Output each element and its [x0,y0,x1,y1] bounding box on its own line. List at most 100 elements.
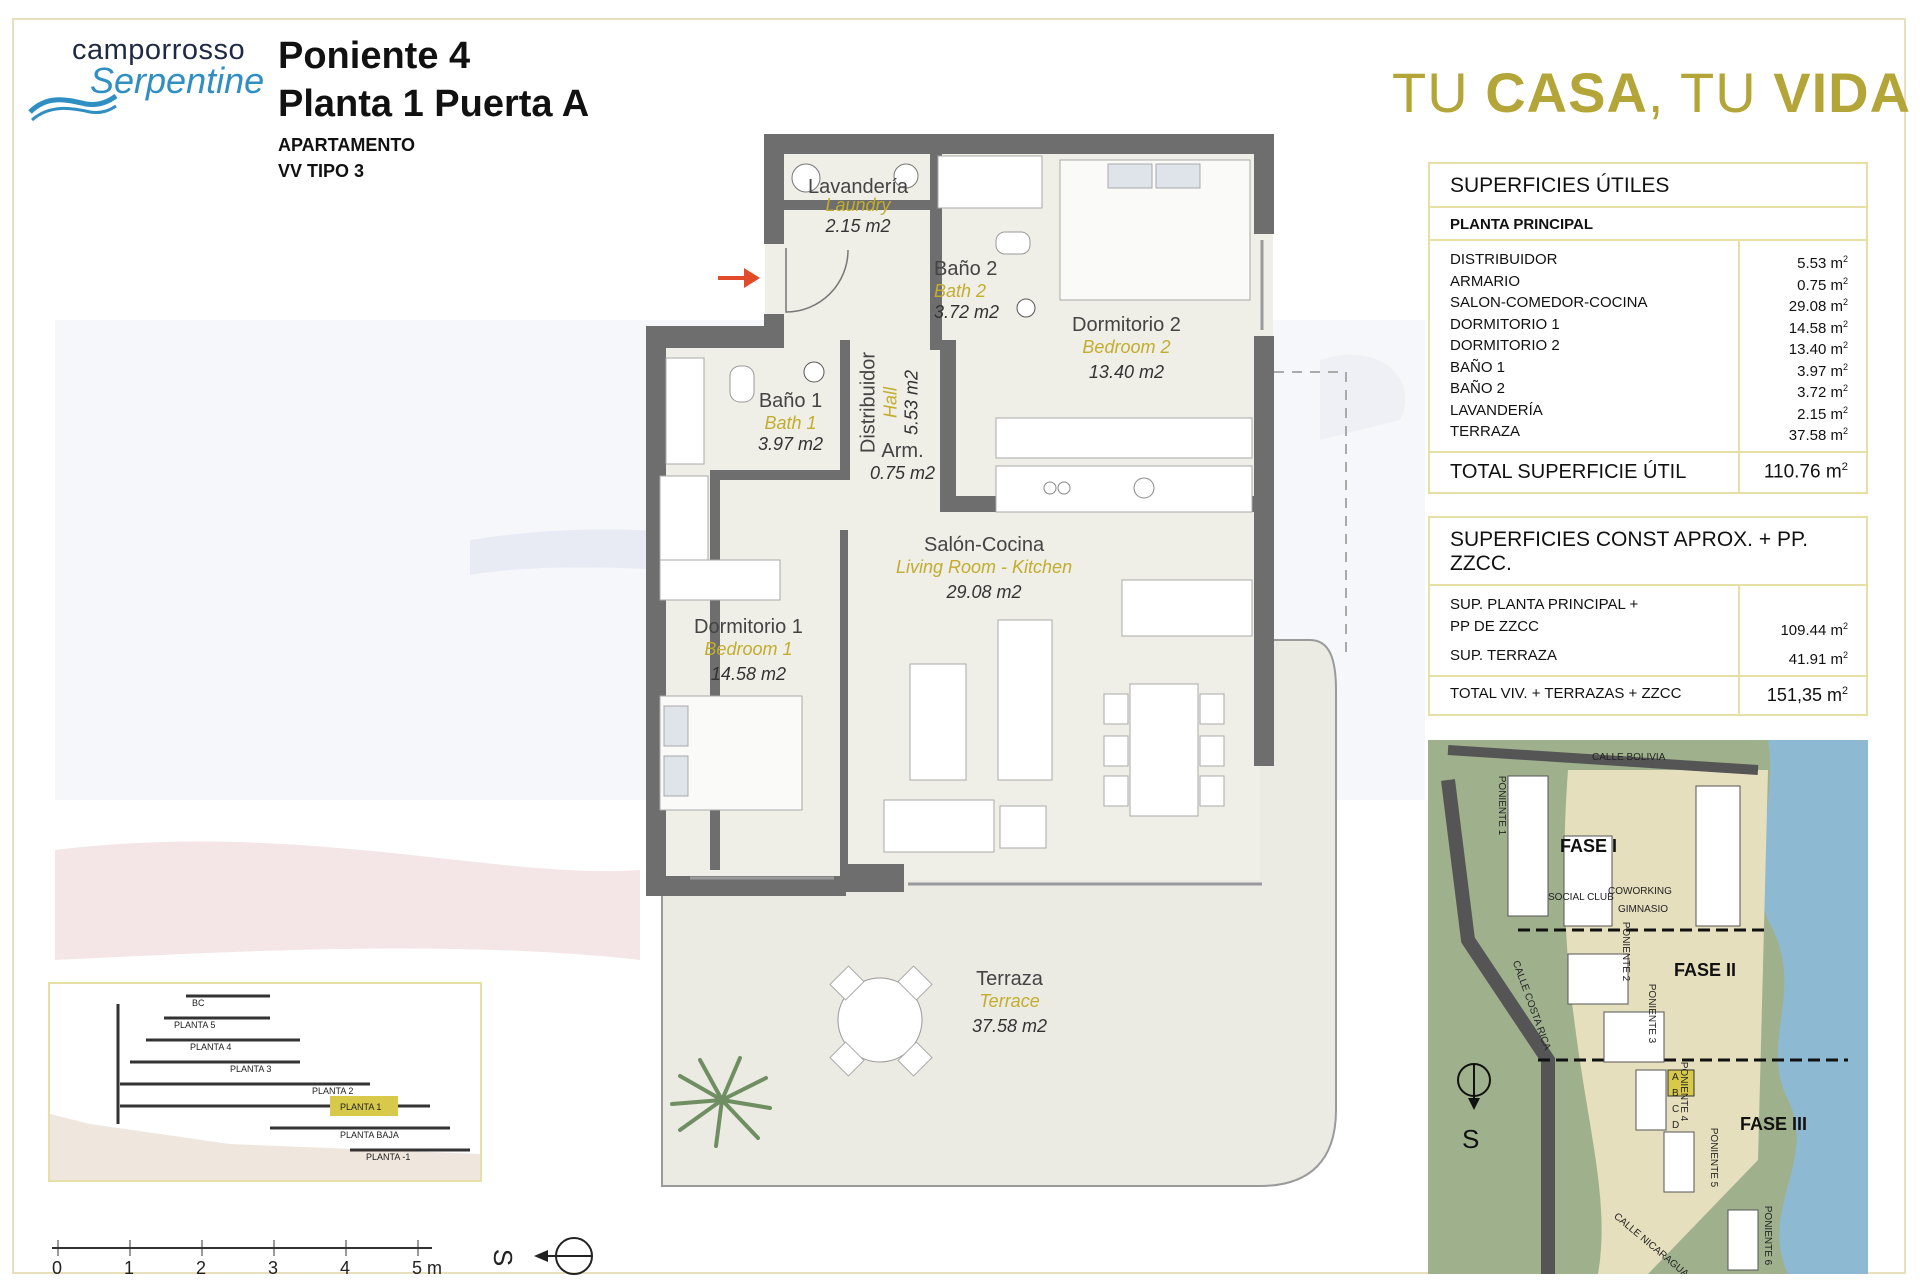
toilet-bath-1 [729,365,755,403]
useful-area-row-value: 29.08 m2 [1788,297,1848,315]
street-bolivia: CALLE BOLIVIA [1592,752,1666,763]
useful-area-row-value: 14.58 m2 [1788,318,1848,337]
logo-main-text: Serpentine [90,60,265,101]
built-area-total-row: TOTAL VIV. + TERRAZAS + ZZCC 151,35 m2 [1430,676,1866,714]
useful-area-row-value: 5.53 m2 [1797,254,1848,272]
watermark-wave-red-left [55,841,640,960]
scale-tick-5: 5 m [412,1258,443,1278]
sink-bath-1 [803,361,825,383]
logo-top-text: camporrosso [72,34,246,66]
scale-bar [52,1240,432,1256]
dryer [893,163,919,189]
subtitle-model: VV TIPO 3 [278,161,365,181]
useful-area-row-value: 2.15 m2 [1797,404,1848,423]
site-unit-c: C [1672,1104,1680,1115]
useful-area-row-value: 37.58 m2 [1788,426,1848,444]
phase-3-label: FASE III [1740,1114,1808,1134]
room-living-kitchen: Salón-Cocina Living Room - Kitchen 29.08… [896,534,1073,602]
built-area-row1-value: 109.44 m2 [1780,620,1848,639]
built-area-total-label: TOTAL VIV. + TERRAZAS + ZZCC [1430,676,1740,714]
title-building: Poniente 4 [278,35,471,77]
useful-area-row-label: SALON-COMEDOR-COCINA [1450,294,1648,311]
room-laundry: Lavandería Laundry 2.15 m2 [808,176,909,236]
level-planta-2: PLANTA 2 [312,1086,354,1096]
built-area-row1-label-a: SUP. PLANTA PRINCIPAL + [1450,596,1639,613]
useful-area-row-label: DISTRIBUIDOR [1450,251,1558,268]
bed-2 [1059,159,1251,301]
room-terrace: Terraza Terrace 37.58 m2 [972,968,1048,1036]
shower-bath-1 [665,357,705,465]
built-area-labels: SUP. PLANTA PRINCIPAL + PP DE ZZCC SUP. … [1430,586,1740,675]
site-unit-d: D [1672,1120,1680,1131]
useful-area-row-label: TERRAZA [1450,423,1521,440]
terrace-table [837,977,923,1063]
building-poniente-6: PONIENTE 6 [1762,1205,1774,1266]
slogan: TU CASA, TU VIDA [1392,60,1911,125]
built-area-values: 109.44 m2 41.91 m2 [1740,586,1866,675]
built-area-table: SUPERFICIES CONST APROX. + PP. ZZCC. SUP… [1428,516,1868,716]
useful-area-row-label: ARMARIO [1450,272,1521,290]
built-area-row1-label-b: PP DE ZZCC [1450,617,1539,635]
slogan-part-3: , TU [1647,61,1774,124]
wave-icon [28,93,118,122]
room-bedroom-2: Dormitorio 2 Bedroom 2 13.40 m2 [1072,314,1181,382]
site-unit-b: B [1672,1088,1679,1099]
scale-tick-0: 0 [52,1258,63,1278]
sofa [997,619,1053,781]
title-unit: Planta 1 Puerta A [278,83,590,125]
useful-area-row-label: BAÑO 2 [1450,380,1506,397]
building-poniente-1: PONIENTE 1 [1496,775,1508,836]
useful-area-rows: DISTRIBUIDOR ARMARIO SALON-COMEDOR-COCINA D… [1430,241,1866,453]
useful-area-total-row: TOTAL SUPERFICIE ÚTIL 110.76 m2 [1430,452,1866,492]
level-planta-1: PLANTA 1 [340,1102,382,1112]
page-subtitle: APARTAMENTO VV TIPO 3 [278,132,415,184]
page-frame [12,18,1906,1274]
compass-label: S [488,1248,519,1267]
facility-social-club: SOCIAL CLUB [1548,892,1614,903]
level-planta-4: PLANTA 4 [190,1042,232,1052]
scale-tick-1: 1 [124,1258,135,1278]
room-bedroom-1: Dormitorio 1 Bedroom 1 14.58 m2 [694,616,803,684]
slogan-part-4: VIDA [1773,61,1912,124]
built-area-row2-value: 41.91 m2 [1788,650,1848,668]
scale-tick-3: 3 [268,1258,279,1278]
level-planta-5: PLANTA 5 [174,1020,216,1030]
slogan-part-2: CASA [1485,61,1648,124]
armchair [909,663,967,781]
phase-2-label: FASE II [1674,960,1737,980]
room-bath-1: Baño 1 Bath 1 3.97 m2 [758,390,824,454]
level-planta-baja: PLANTA BAJA [340,1130,399,1140]
sofa-bottom [883,799,995,853]
scale-tick-2: 2 [196,1258,207,1278]
entry-door [785,248,849,313]
useful-area-row-label: LAVANDERÍA [1450,401,1543,419]
useful-area-total-value: 110.76 m2 [1763,460,1848,482]
page-title: Poniente 4 Planta 1 Puerta A [278,32,589,128]
site-map: CALLE BOLIVIA CALLE COSTA RICA CALLE NIC… [1428,740,1868,1274]
scale-tick-4: 4 [340,1258,351,1278]
site-compass-label: S [1462,1124,1480,1154]
useful-area-row-label: DORMITORIO 2 [1450,337,1560,354]
brand-logo: camporrosso Serpentine [28,34,264,124]
facility-gym: GIMNASIO [1618,904,1669,915]
useful-area-subtitle: PLANTA PRINCIPAL [1430,208,1866,241]
kitchen-island [1121,579,1253,637]
site-compass-icon [1457,1063,1491,1110]
watermark-wave-right [1320,354,1406,440]
sink-bath-2 [1016,298,1036,318]
useful-area-total-label: TOTAL SUPERFICIE ÚTIL [1430,452,1740,492]
level-planta-3: PLANTA 3 [230,1064,272,1074]
useful-area-table: SUPERFICIES ÚTILES PLANTA PRINCIPAL DIST… [1428,162,1868,494]
useful-area-row-value: 3.97 m2 [1797,361,1848,380]
building-poniente-3: PONIENTE 3 [1646,983,1658,1044]
level-planta-minus-1: PLANTA -1 [366,1152,411,1162]
room-wardrobe: Arm. 0.75 m2 [870,440,936,483]
phase-1-label: FASE I [1560,836,1618,856]
useful-area-row-label: BAÑO 1 [1450,358,1506,376]
level-bc: BC [192,998,205,1008]
kitchen-counter [995,465,1253,513]
toilet-bath-2 [995,231,1031,255]
entry-arrow-icon [718,268,760,288]
